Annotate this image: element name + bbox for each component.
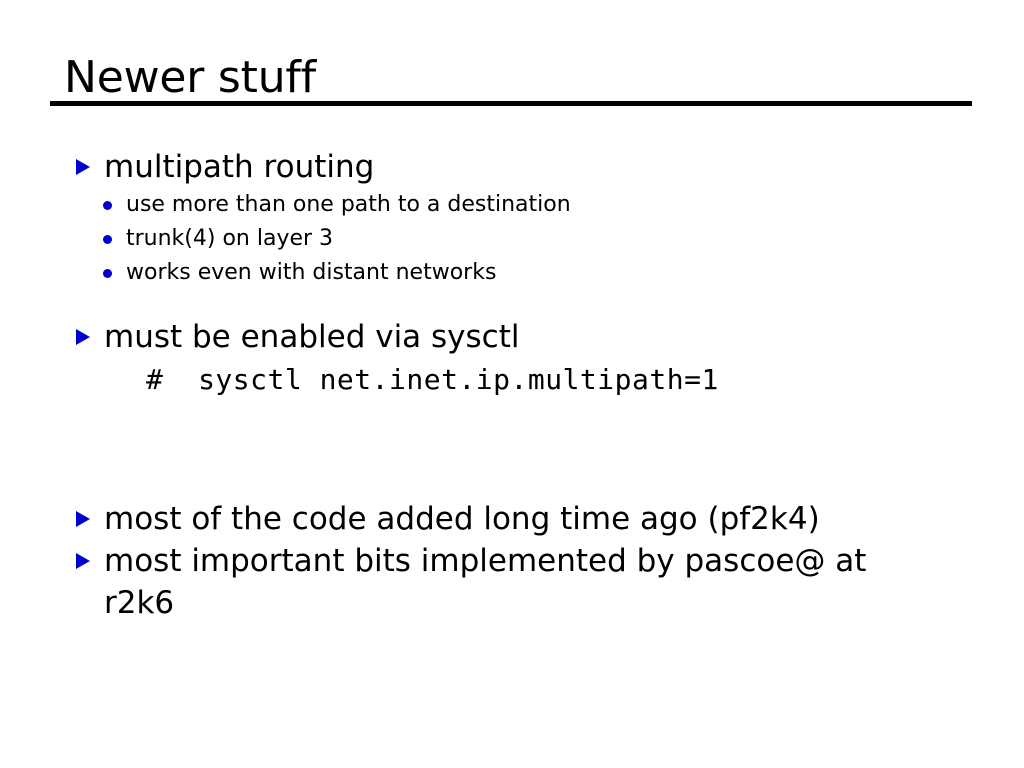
dot-bullet-icon: [103, 201, 112, 210]
block-spacer: [0, 290, 1024, 316]
sub-bullet-item: use more than one path to a destination: [0, 188, 1024, 222]
bullet-item: must be enabled via sysctl: [0, 316, 1024, 358]
sub-bullet-label: trunk(4) on layer 3: [126, 226, 334, 251]
content-block-sysctl: must be enabled via sysctl # sysctl net.…: [0, 316, 1024, 402]
bullet-label: multipath routing: [104, 149, 375, 185]
bullet-item: most of the code added long time ago (pf…: [0, 498, 1024, 540]
bullet-label: most important bits implemented by pasco…: [104, 543, 867, 621]
title-divider: [50, 101, 972, 106]
block-spacer: [0, 402, 1024, 498]
triangle-bullet-icon: [76, 329, 90, 345]
sub-bullet-item: trunk(4) on layer 3: [0, 222, 1024, 256]
content-block-multipath: multipath routing use more than one path…: [0, 146, 1024, 290]
triangle-bullet-icon: [76, 159, 90, 175]
triangle-bullet-icon: [76, 553, 90, 569]
triangle-bullet-icon: [76, 511, 90, 527]
bullet-item: multipath routing: [0, 146, 1024, 188]
sub-bullet-item: works even with distant networks: [0, 256, 1024, 290]
sub-bullet-label: works even with distant networks: [126, 260, 497, 285]
slide-body: multipath routing use more than one path…: [0, 146, 1024, 624]
command-line: # sysctl net.inet.ip.multipath=1: [146, 363, 719, 396]
bullet-label: most of the code added long time ago (pf…: [104, 501, 820, 537]
bullet-label: must be enabled via sysctl: [104, 319, 520, 355]
content-block-credit: most important bits implemented by pasco…: [0, 540, 1024, 624]
page-title: Newer stuff: [64, 52, 316, 103]
dot-bullet-icon: [103, 269, 112, 278]
sub-bullet-label: use more than one path to a destination: [126, 192, 571, 217]
bullet-item: most important bits implemented by pasco…: [0, 540, 1024, 624]
dot-bullet-icon: [103, 235, 112, 244]
content-block-history: most of the code added long time ago (pf…: [0, 498, 1024, 540]
